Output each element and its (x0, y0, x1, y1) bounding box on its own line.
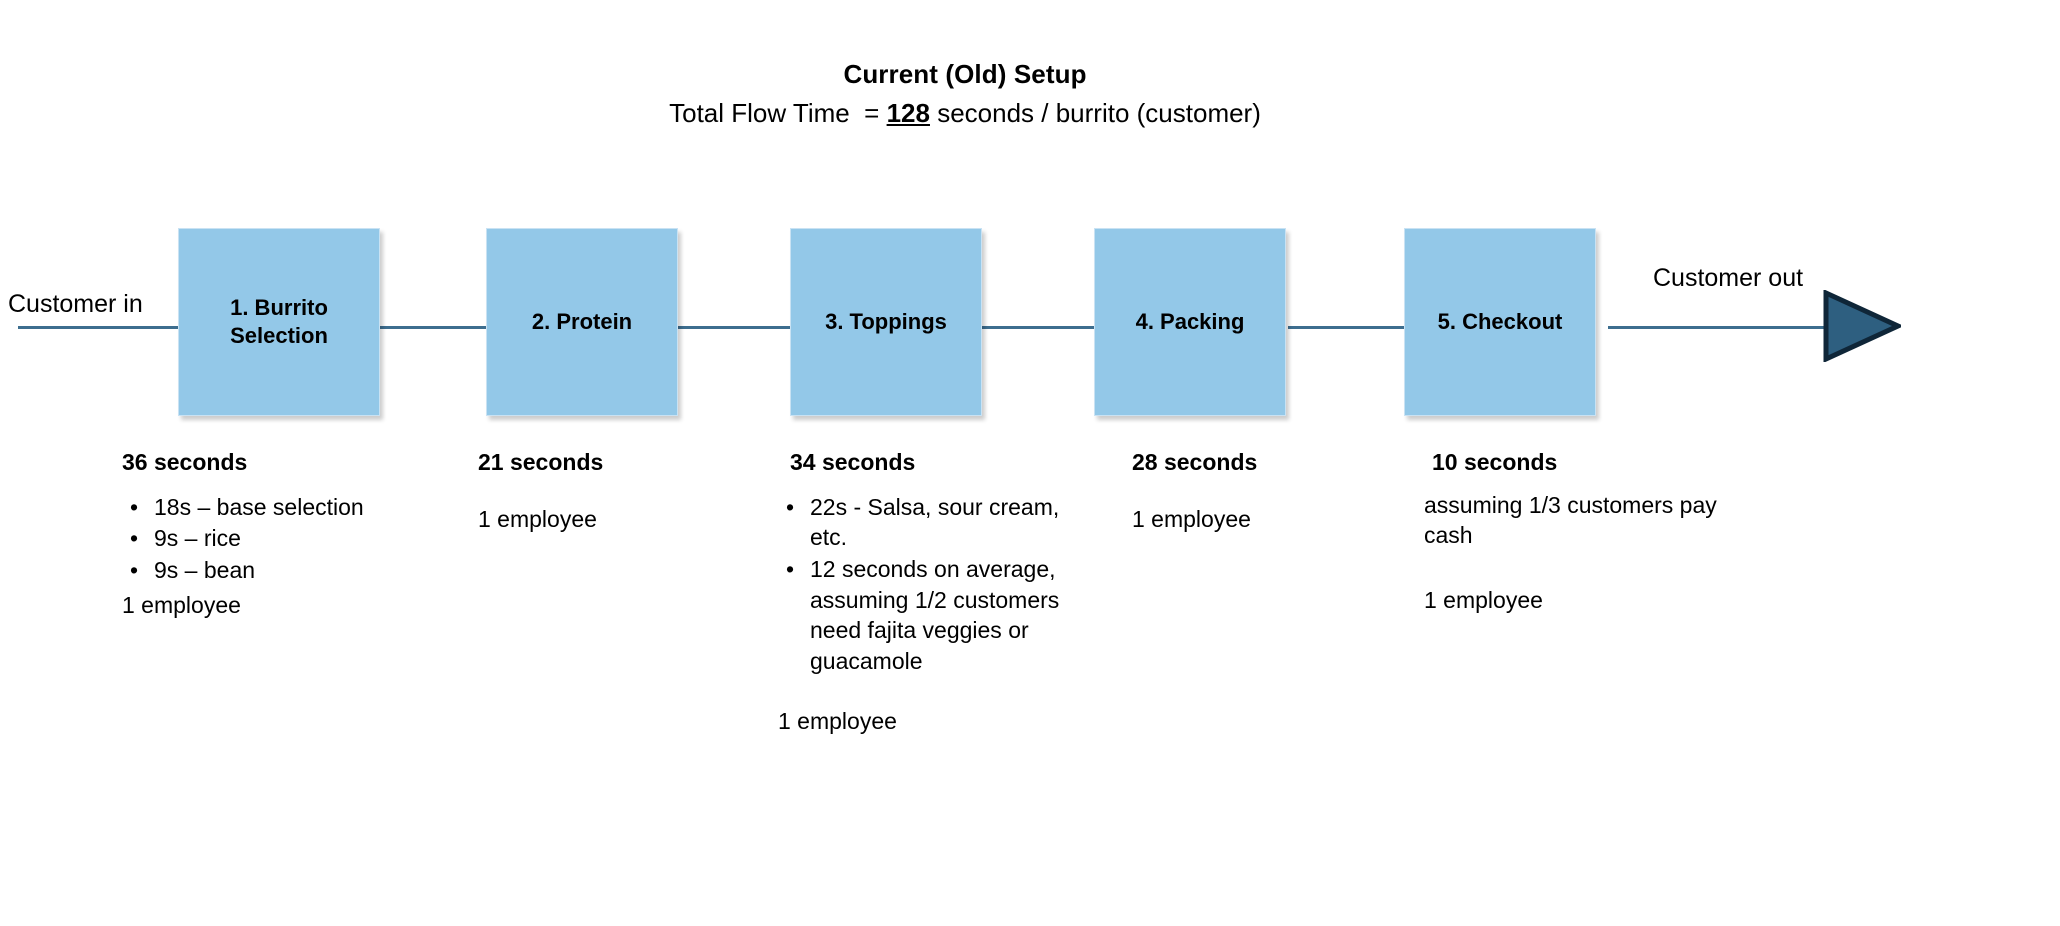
process-box-1-label: 1. Burrito Selection (230, 294, 328, 348)
process-box-3[interactable]: 3. Toppings (790, 228, 982, 416)
process-box-4[interactable]: 4. Packing (1094, 228, 1286, 416)
annotation-3-employees: 1 employee (778, 708, 897, 735)
customer-out-label: Customer out (1653, 264, 1804, 292)
connector-2-3 (676, 326, 792, 329)
process-box-2[interactable]: 2. Protein (486, 228, 678, 416)
annotation-5-note: assuming 1/3 customers pay cash (1424, 491, 1717, 549)
list-item: 18s – base selection (122, 492, 452, 523)
flow-time-suffix: seconds / burrito (customer) (929, 97, 1261, 128)
list-item: 12 seconds on average, assuming 1/2 cust… (778, 554, 1078, 676)
annotation-4-employees: 1 employee (1132, 505, 1251, 532)
annotation-2-employees: 1 employee (478, 505, 597, 532)
title-block: Current (Old) Setup Total Flow Time = 12… (0, 58, 1930, 130)
arrow-right-icon (1823, 289, 1905, 363)
annotation-3-bullets: 22s - Salsa, sour cream, etc. 12 seconds… (778, 492, 1118, 676)
annotation-column-5: 10 seconds assuming 1/3 customers pay ca… (1424, 448, 1754, 616)
annotation-1-heading: 36 seconds (122, 449, 248, 475)
annotation-column-1: 36 seconds 18s – base selection 9s – ric… (122, 448, 452, 620)
list-item: 9s – bean (122, 555, 452, 586)
process-box-2-label: 2. Protein (531, 308, 633, 334)
customer-in-label: Customer in (8, 290, 143, 318)
total-flow-time-line: Total Flow Time = 128 seconds / burrito … (0, 97, 1930, 131)
process-box-5[interactable]: 5. Checkout (1404, 228, 1596, 416)
annotation-2-heading: 21 seconds (478, 449, 604, 475)
process-flow-row: Customer in 1. Burrito Selection 2. Prot… (0, 228, 2060, 428)
annotation-1-bullets: 18s – base selection 9s – rice 9s – bean (122, 492, 452, 586)
connector-exit (1608, 326, 1838, 329)
annotation-5-heading: 10 seconds (1432, 449, 1558, 475)
annotation-4-heading: 28 seconds (1132, 449, 1258, 475)
annotation-3-heading: 34 seconds (790, 449, 916, 475)
annotations-row: 36 seconds 18s – base selection 9s – ric… (0, 448, 2060, 868)
process-box-1[interactable]: 1. Burrito Selection (178, 228, 380, 416)
annotation-column-4: 28 seconds 1 employee (1132, 448, 1362, 534)
flow-time-prefix: Total Flow Time = (669, 97, 887, 128)
annotation-1-employees: 1 employee (122, 591, 241, 618)
annotation-5-employees: 1 employee (1424, 587, 1543, 614)
connector-entry (18, 326, 180, 329)
process-box-3-label: 3. Toppings (825, 308, 947, 334)
connector-1-2 (374, 326, 490, 329)
flow-time-value: 128 (886, 97, 930, 128)
annotation-column-3: 34 seconds 22s - Salsa, sour cream, etc.… (778, 448, 1118, 737)
connector-3-4 (980, 326, 1096, 329)
page-title: Current (Old) Setup (843, 59, 1087, 89)
annotation-column-2: 21 seconds 1 employee (478, 448, 708, 534)
process-box-5-label: 5. Checkout (1437, 308, 1563, 334)
connector-4-5 (1288, 326, 1406, 329)
process-box-4-label: 4. Packing (1135, 308, 1245, 334)
list-item: 9s – rice (122, 523, 452, 554)
list-item: 22s - Salsa, sour cream, etc. (778, 492, 1100, 553)
